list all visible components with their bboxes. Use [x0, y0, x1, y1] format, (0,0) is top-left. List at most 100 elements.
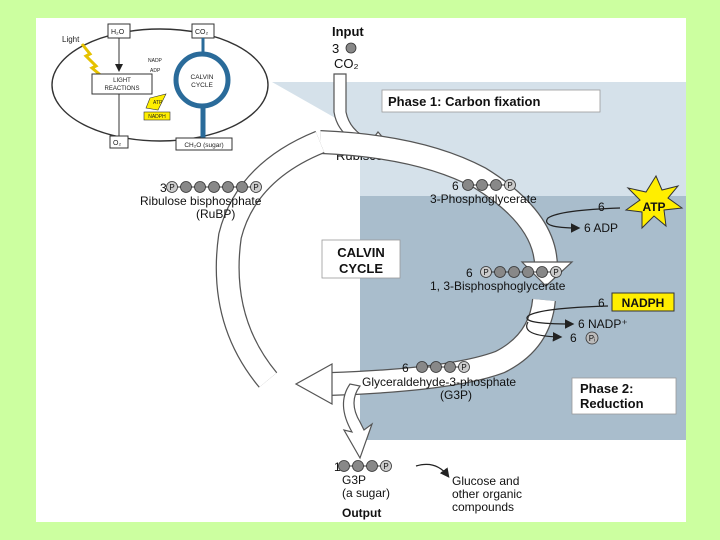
rubp-abbr: (RuBP) — [196, 207, 235, 221]
output-count: 1 — [334, 460, 341, 474]
phosphate-label: P — [383, 462, 388, 471]
phosphate-icon — [380, 460, 392, 472]
ch2o-box — [175, 137, 233, 151]
phosphate-icon — [458, 361, 470, 373]
calvin-cycle-box — [321, 239, 401, 279]
adp-inset-label: ADP — [150, 68, 161, 74]
nadp-inset-label: NADP — [148, 58, 163, 64]
calvin-cycle-line1: CALVIN — [337, 245, 384, 260]
atp-star-icon — [624, 174, 684, 230]
carbon-atom-icon — [208, 181, 220, 193]
cycle-arrow-left — [217, 132, 325, 387]
products-line3: compounds — [452, 500, 514, 514]
carbon-atom-icon — [352, 460, 364, 472]
pi-arrow — [526, 321, 563, 342]
co2-carbon-icon — [345, 42, 357, 54]
nadph-arrow — [526, 305, 609, 329]
output-desc: (a sugar) — [342, 486, 390, 500]
light-bolt-icon — [80, 43, 105, 80]
rubp-count: 3 — [160, 181, 167, 195]
calvin-inset-line1: CALVIN — [191, 74, 214, 81]
carbon-atom-icon — [416, 361, 428, 373]
carbon-atom-icon — [366, 460, 378, 472]
phase2-line1: Phase 2: — [580, 381, 633, 396]
carbon-atom-icon — [536, 266, 548, 278]
atp-inset-star — [145, 93, 167, 111]
atp-arrow — [546, 207, 621, 233]
g3p-molecule: P — [416, 361, 470, 373]
glucose-arrow — [415, 463, 450, 478]
carbon-atom-icon — [222, 181, 234, 193]
o2-box — [109, 135, 129, 149]
pi-phosphate-icon — [585, 331, 599, 345]
bpg-name: 1, 3-Bisphosphoglycerate — [430, 279, 566, 293]
o2-label: O₂ — [113, 140, 121, 147]
input-count: 3 — [332, 41, 339, 56]
phosphate-label: P — [253, 183, 258, 192]
g3p-abbr: (G3P) — [440, 388, 472, 402]
input-title: Input — [332, 24, 364, 39]
calvin-inset-line2: CYCLE — [191, 82, 213, 89]
output-name: G3P — [342, 473, 366, 487]
input-molecule: CO₂ — [334, 56, 359, 71]
bpg-count: 6 — [466, 266, 473, 280]
atp-inset-label: ATP — [153, 100, 163, 106]
cycle-arrow-top — [319, 131, 557, 271]
carbon-atom-icon — [494, 266, 506, 278]
phosphate-icon — [504, 179, 516, 191]
h2o-label: H₂O — [111, 29, 125, 36]
output-g3p-molecule: P — [338, 460, 392, 472]
nadph-box — [611, 292, 675, 312]
phase1-label-box — [381, 89, 601, 113]
nadph-label: NADPH — [622, 296, 665, 310]
carbon-atom-icon — [522, 266, 534, 278]
pi-label: Pᵢ — [589, 334, 596, 343]
nadph-inset-label: NADPH — [148, 114, 166, 120]
nadp-label: 6 NADP⁺ — [578, 317, 628, 331]
pga-count: 6 — [452, 179, 459, 193]
carbon-atom-icon — [444, 361, 456, 373]
carbon-atom-icon — [430, 361, 442, 373]
output-title: Output — [342, 506, 381, 520]
phosphate-label: P — [553, 268, 558, 277]
chloroplast-inset: Light H₂O CO₂ LIGHT REACTIONS NADP ADP C… — [51, 23, 269, 151]
products-line2: other organic — [452, 487, 522, 501]
pga-molecule: P — [462, 179, 516, 191]
pi-count: 6 — [570, 331, 577, 345]
cycle-arrow-bottom — [329, 298, 555, 395]
phosphate-label: P — [169, 183, 174, 192]
atp-count: 6 — [598, 200, 605, 214]
atp-label: ATP — [642, 200, 665, 214]
light-reactions-box — [91, 73, 153, 95]
phase2-label-box — [571, 377, 677, 415]
nadph-count: 6 — [598, 296, 605, 310]
products-line1: Glucose and — [452, 474, 519, 488]
carbon-atom-icon — [462, 179, 474, 191]
carbon-atom-icon — [490, 179, 502, 191]
light-reactions-line2: REACTIONS — [104, 86, 139, 92]
phase1-label: Phase 1: Carbon fixation — [388, 94, 540, 109]
phosphate-icon — [550, 266, 562, 278]
pga-name: 3-Phosphoglycerate — [430, 192, 537, 206]
co2-inset-label: CO₂ — [195, 29, 209, 36]
phosphate-label: P — [483, 268, 488, 277]
phosphate-label: P — [507, 181, 512, 190]
light-label: Light — [62, 35, 80, 44]
calvin-cycle-line2: CYCLE — [339, 261, 383, 276]
light-reactions-line1: LIGHT — [113, 78, 131, 84]
adp-label: 6 ADP — [584, 221, 618, 235]
phosphate-label: P — [461, 363, 466, 372]
rubp-name: Ribulose bisphosphate — [140, 194, 262, 208]
carbon-atom-icon — [508, 266, 520, 278]
carbon-atom-icon — [338, 460, 350, 472]
g3p-count: 6 — [402, 361, 409, 375]
ch2o-label: CH₂O (sugar) — [184, 142, 223, 149]
carbon-atom-icon — [194, 181, 206, 193]
phosphate-icon — [480, 266, 492, 278]
carbon-atom-icon — [476, 179, 488, 191]
cycle-arrow-head-bottom — [294, 362, 333, 406]
g3p-name: Glyceraldehyde-3-phosphate — [362, 375, 516, 389]
